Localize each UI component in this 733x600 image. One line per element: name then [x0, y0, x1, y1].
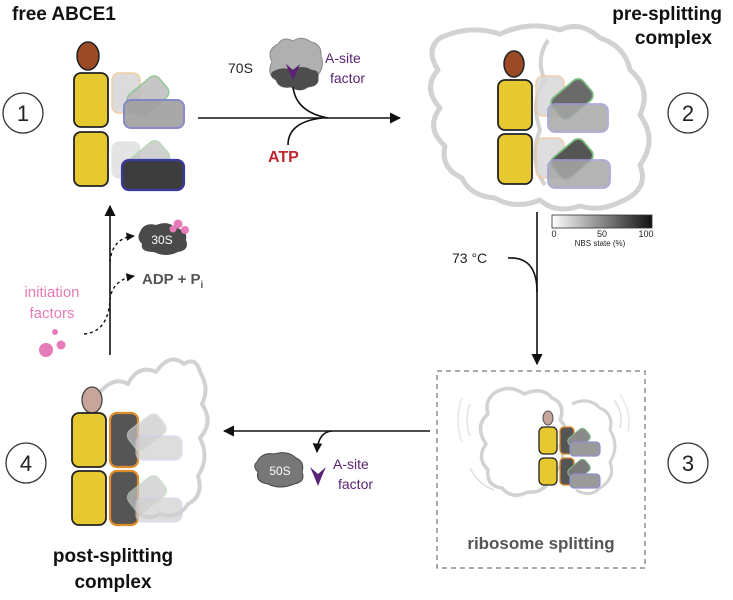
fes-domain: [542, 410, 554, 426]
svg-text:2: 2: [682, 101, 694, 126]
state-1-number: 1: [2, 92, 44, 134]
splitting-ribosome: [457, 386, 630, 497]
ribosome-70s-label: 70S: [228, 60, 253, 76]
abce1-post-splitting: [71, 386, 183, 527]
state-2-title-line2: complex: [635, 28, 713, 49]
state-4-number: 4: [5, 442, 47, 484]
temperature-label: 73 °C: [452, 250, 487, 266]
hinge-domain-lower: [73, 131, 109, 187]
hinge-domain-lower: [71, 470, 107, 526]
initiation-factors-icon: [39, 329, 66, 357]
hinge-domain-lower: [497, 133, 533, 185]
a-site-factor-label-1: A-site: [325, 50, 361, 66]
nbd-upper: [123, 99, 185, 129]
abce1-pre-splitting: [497, 50, 611, 189]
nbd-upper: [547, 103, 609, 133]
initiation-factors-label-1: initiation: [24, 284, 79, 301]
abce1-splitting: [538, 410, 601, 489]
state-1-title: free ABCE1: [12, 4, 116, 25]
hinge-domain-lower: [538, 457, 558, 486]
step-4-1-initiation-join: [83, 299, 111, 335]
subunit-50s-icon: 50S: [254, 452, 304, 488]
ribosome-70s-icon: [269, 37, 323, 91]
state-2-title-line1: pre-splitting: [612, 4, 722, 25]
atp-label: ATP: [268, 149, 299, 166]
fes-domain: [81, 386, 103, 414]
nbs-state-colorbar: 0 50 100 NBS state (%): [551, 214, 654, 248]
hinge-domain-upper: [71, 412, 107, 468]
nbd-lower: [547, 159, 611, 189]
state-2-number: 2: [667, 92, 709, 134]
initiation-factors-label-2: factors: [29, 305, 74, 322]
colorbar-label: NBS state (%): [575, 239, 626, 248]
subunit-30s-icon: 30S: [138, 219, 189, 255]
step-1-2-atp-join: [287, 117, 323, 146]
a-site-factor-label-2: factor: [330, 70, 365, 86]
colorbar-mid: 50: [597, 229, 607, 239]
state-4-title-line1: post-splitting: [53, 546, 173, 567]
a-site-factor-icon: [286, 64, 300, 80]
subunit-30s-label: 30S: [151, 233, 172, 247]
abce1-free: [73, 41, 186, 192]
fes-domain: [503, 50, 525, 78]
ribosome-70s-outline: [428, 23, 652, 212]
a-site-factor-label-1: A-site: [333, 456, 369, 472]
state-4-title-line2: complex: [74, 572, 152, 593]
a-site-factor-icon: [310, 467, 326, 486]
adp-pi-label: ADP + Pi: [142, 271, 204, 291]
nbd-lower: [120, 158, 186, 192]
step-1-2-ribosome-join: [292, 86, 329, 119]
state-3-number: 3: [667, 442, 709, 484]
svg-text:1: 1: [17, 101, 29, 126]
svg-text:3: 3: [682, 451, 694, 476]
ribosome-splitting-box: [436, 370, 646, 569]
hinge-domain-upper: [538, 426, 558, 455]
svg-text:4: 4: [20, 451, 32, 476]
ribosome-splitting-label: ribosome splitting: [467, 534, 614, 553]
a-site-factor-label-2: factor: [338, 476, 373, 492]
step-4-1-30s-branch: [109, 232, 135, 263]
hinge-domain-upper: [497, 79, 533, 131]
step-4-1-adp-branch: [109, 273, 135, 301]
subunit-50s-label: 50S: [269, 464, 290, 478]
colorbar-min: 0: [551, 229, 556, 239]
step-2-3-temperature-join: [507, 257, 538, 293]
colorbar-max: 100: [638, 229, 653, 239]
step-3-4-50s-branch: [312, 430, 333, 453]
fes-domain: [76, 41, 100, 71]
hinge-domain-upper: [73, 72, 109, 128]
